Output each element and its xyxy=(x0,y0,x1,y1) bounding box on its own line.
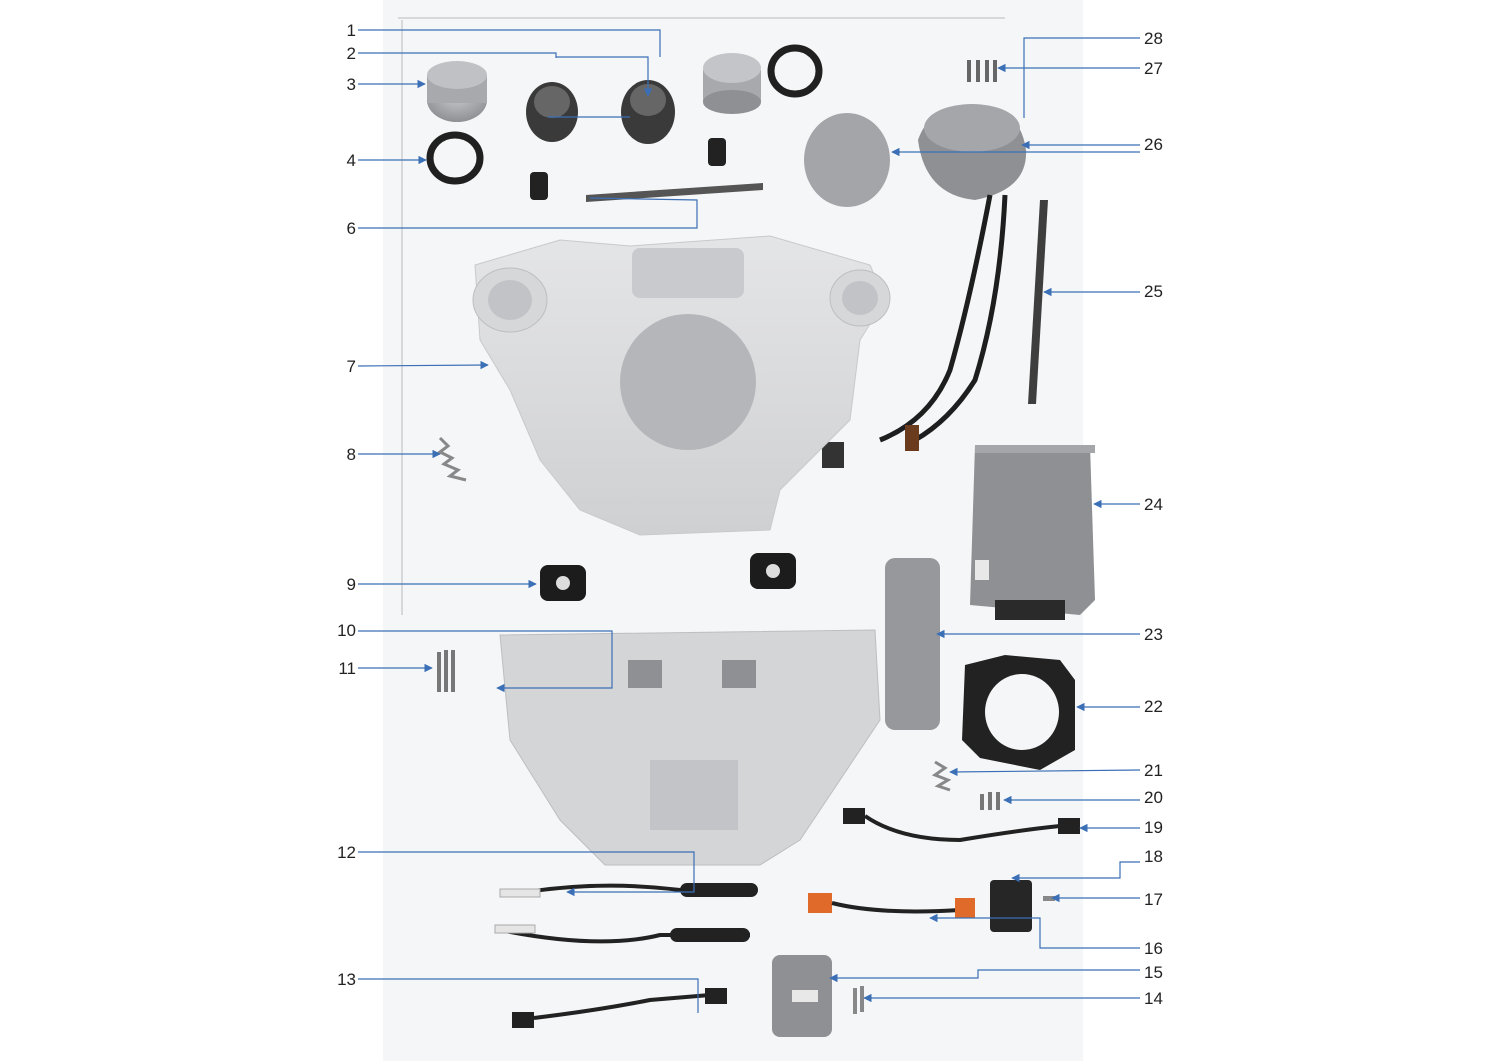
callout-6: 6 xyxy=(346,219,356,238)
part-12-cable-upper xyxy=(499,883,758,898)
callout-19: 19 xyxy=(1144,818,1163,837)
part-3-cap xyxy=(427,61,487,122)
part-19-cable xyxy=(843,808,1080,843)
callout-26: 26 xyxy=(1144,135,1163,154)
callout-4: 4 xyxy=(346,151,356,170)
ring-right xyxy=(767,44,823,98)
part-15-box xyxy=(772,955,832,1037)
part-25-strip xyxy=(1028,200,1048,404)
callout-22: 22 xyxy=(1144,697,1163,716)
part-9-grommet-right xyxy=(750,553,796,589)
part-12-cable-lower xyxy=(494,924,750,944)
callout-9: 9 xyxy=(346,575,356,594)
part-27-screws xyxy=(967,60,997,82)
callout-13: 13 xyxy=(337,970,356,989)
clip-left xyxy=(530,172,548,200)
callout-27: 27 xyxy=(1144,59,1163,78)
part-16-orange-cable xyxy=(808,893,975,918)
callout-11: 11 xyxy=(338,659,356,678)
part-23-cover xyxy=(885,558,940,730)
callout-23: 23 xyxy=(1144,625,1163,644)
callout-3: 3 xyxy=(346,75,356,94)
ruler xyxy=(398,17,1005,615)
callout-12: 12 xyxy=(337,843,356,862)
part-13-cable xyxy=(512,988,727,1028)
callout-16: 16 xyxy=(1144,939,1163,958)
part-8-spring xyxy=(437,436,467,482)
callout-1: 1 xyxy=(346,21,356,40)
clip-right xyxy=(708,138,726,166)
callout-21: 21 xyxy=(1144,761,1163,780)
part-22-bracket xyxy=(962,655,1075,770)
callout-15: 15 xyxy=(1144,963,1163,982)
part-2-housing-left xyxy=(526,82,578,142)
part-2-housing-right xyxy=(621,80,675,144)
part-4-ring xyxy=(426,131,484,185)
part-20-screws xyxy=(980,792,1000,810)
part-10-lower-frame xyxy=(499,629,881,866)
part-21-spring xyxy=(931,760,952,792)
callout-7: 7 xyxy=(346,357,356,376)
part-17-screw xyxy=(1043,896,1055,901)
part-9-grommet-left xyxy=(540,565,586,601)
leader-lines xyxy=(357,29,1141,1013)
part-26-disc xyxy=(804,113,890,207)
callout-18: 18 xyxy=(1144,847,1163,866)
callout-24: 24 xyxy=(1144,495,1163,514)
part-24-housing xyxy=(970,445,1095,620)
callout-14: 14 xyxy=(1144,989,1163,1008)
cap-right xyxy=(703,53,761,114)
part-6-strip xyxy=(586,183,763,202)
callout-2: 2 xyxy=(346,44,356,63)
callout-8: 8 xyxy=(346,445,356,464)
part-14-screws xyxy=(853,986,864,1014)
callout-10: 10 xyxy=(337,621,356,640)
callout-28: 28 xyxy=(1144,29,1163,48)
callout-17: 17 xyxy=(1144,890,1163,909)
part-18-module xyxy=(990,880,1032,932)
part-11-screws xyxy=(437,650,455,692)
callout-25: 25 xyxy=(1144,282,1163,301)
part-7-main-shell xyxy=(472,235,891,536)
callout-20: 20 xyxy=(1144,788,1163,807)
